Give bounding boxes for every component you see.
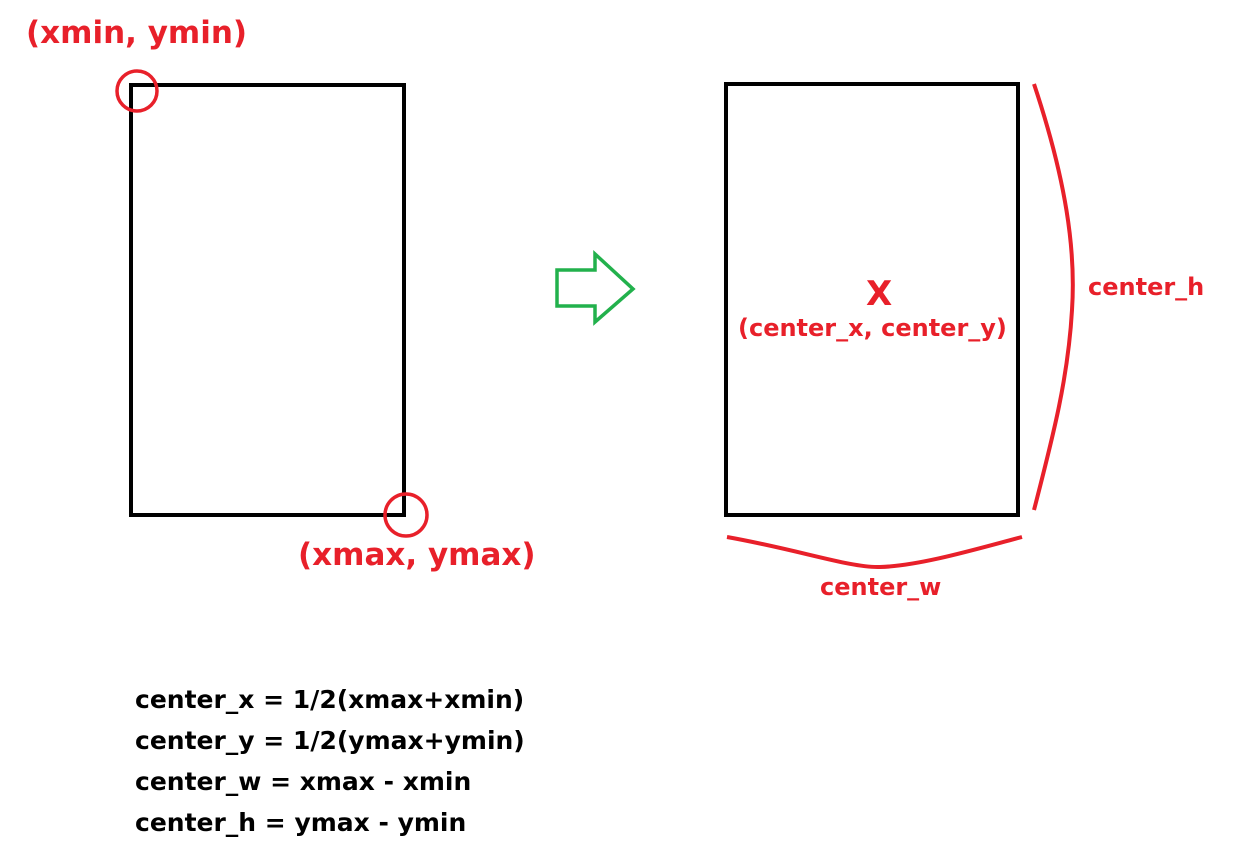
height-label: center_h bbox=[1088, 273, 1205, 301]
formula-center-h: center_h = ymax - ymin bbox=[135, 808, 467, 837]
bottom-right-corner-marker bbox=[383, 492, 429, 538]
bottom-right-coordinate-label: (xmax, ymax) bbox=[298, 537, 536, 573]
center-point-marker: X bbox=[866, 274, 893, 314]
right-arrow-icon bbox=[555, 250, 636, 326]
width-brace bbox=[726, 535, 1023, 570]
source-bounding-box bbox=[129, 83, 406, 517]
center-coordinate-label: (center_x, center_y) bbox=[738, 314, 1007, 342]
formula-list: center_x = 1/2(xmax+xmin) center_y = 1/2… bbox=[135, 679, 525, 843]
target-bounding-box bbox=[724, 82, 1020, 517]
formula-center-w: center_w = xmax - xmin bbox=[135, 767, 472, 796]
height-brace bbox=[1032, 83, 1075, 511]
top-left-coordinate-label: (xmin, ymin) bbox=[26, 15, 248, 51]
width-label: center_w bbox=[820, 573, 942, 601]
top-left-corner-marker bbox=[115, 69, 159, 113]
formula-center-y: center_y = 1/2(ymax+ymin) bbox=[135, 726, 525, 755]
formula-center-x: center_x = 1/2(xmax+xmin) bbox=[135, 685, 525, 714]
